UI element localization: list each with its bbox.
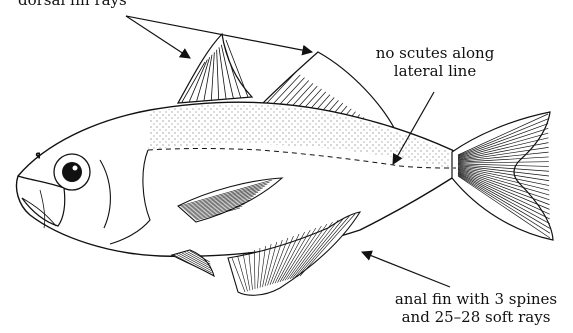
lateral-line-label-line2: lateral line <box>360 62 510 80</box>
svg-text:ꟼ: ꟼ <box>36 152 40 160</box>
anal-fin-label-line1: anal fin with 3 spines <box>376 290 573 308</box>
caudal-fin <box>452 112 553 240</box>
eye <box>54 154 90 190</box>
anal-fin-label: anal fin with 3 spines and 25–28 soft ra… <box>376 290 573 326</box>
anal-fin-label-line2: and 25–28 soft rays <box>376 308 573 326</box>
first-dorsal-fin <box>178 34 252 103</box>
dorsal-fin-label-text: dorsal fin rays <box>18 0 127 9</box>
lateral-line-label-line1: no scutes along <box>360 44 510 62</box>
arrow-to-anal-fin <box>362 252 450 287</box>
lateral-line-label: no scutes along lateral line <box>360 44 510 80</box>
dorsal-fin-label: dorsal fin rays <box>18 0 127 9</box>
